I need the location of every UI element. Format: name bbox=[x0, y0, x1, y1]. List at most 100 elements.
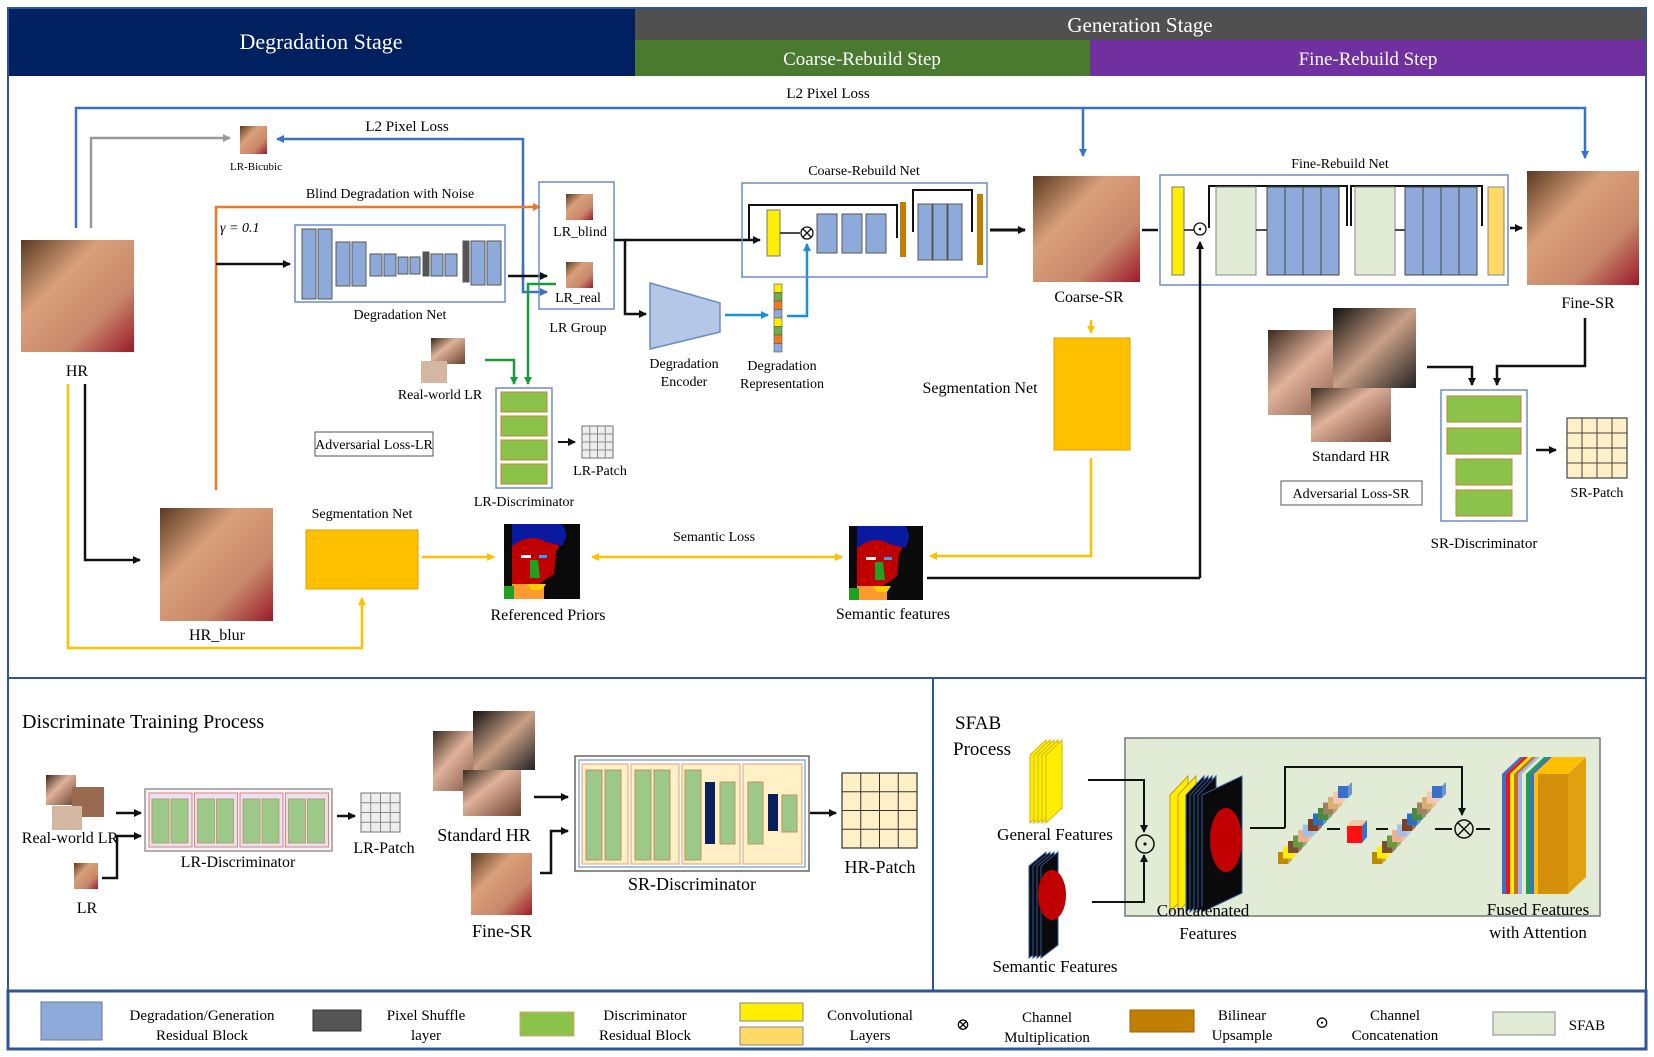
fused-slice-top bbox=[1506, 757, 1528, 774]
coarse-rebuild-net-box bbox=[741, 182, 988, 278]
concat-op-icon bbox=[1135, 834, 1155, 854]
coarse-rebuild-step-label: Coarse-Rebuild Step bbox=[783, 49, 941, 70]
fused-slice bbox=[1506, 774, 1510, 894]
legend-channel-mult-label-1: Channel bbox=[1022, 1010, 1072, 1026]
legend-discriminator-swatch bbox=[519, 1011, 575, 1037]
semantic-features-image bbox=[849, 526, 923, 600]
sr-patch-grid bbox=[1566, 417, 1628, 479]
degradation-stage-banner bbox=[8, 8, 635, 76]
dtp-lr-arrow bbox=[102, 832, 142, 880]
channel-cube bbox=[1432, 786, 1442, 798]
legend-panel-border bbox=[6, 989, 1648, 1051]
legend-conv-label-1: Convolutional bbox=[827, 1008, 913, 1024]
pixel-shuffle-block bbox=[422, 251, 430, 277]
concatenated-features-label-2: Features bbox=[1179, 924, 1237, 943]
channel-bottleneck-cube bbox=[1347, 826, 1362, 843]
coarse-rebuild-net-blocks bbox=[748, 189, 983, 265]
legend-channel-mult-label-2: Multiplication bbox=[1004, 1030, 1090, 1046]
dtp-hr-patch-label: HR-Patch bbox=[845, 857, 916, 877]
fused-slice bbox=[1514, 774, 1518, 894]
semantic-features-label-sfab: Semantic Features bbox=[992, 957, 1117, 976]
general-features-stack bbox=[1029, 738, 1063, 825]
generation-stage-label: Generation Stage bbox=[1067, 13, 1212, 37]
channel-multiply-op-icon bbox=[1454, 819, 1474, 839]
legend-pixel-shuffle-swatch bbox=[312, 1009, 362, 1032]
adversarial-loss-sr-label: Adversarial Loss-SR bbox=[1292, 487, 1410, 502]
gamma-label: γ = 0.1 bbox=[220, 221, 259, 236]
channel-cube-side bbox=[1442, 782, 1446, 798]
fused-slice-top bbox=[1526, 757, 1548, 774]
fused-slice-top bbox=[1514, 757, 1536, 774]
residual-block bbox=[383, 253, 397, 277]
fused-slice-top bbox=[1510, 757, 1532, 774]
degradation-encoder-shape bbox=[649, 282, 721, 350]
residual-block bbox=[486, 240, 502, 286]
referenced-priors-image bbox=[504, 524, 580, 599]
fine-rebuild-net-blocks bbox=[1171, 185, 1505, 276]
repr-cell bbox=[773, 326, 783, 336]
legend-sfab-label: SFAB bbox=[1569, 1018, 1605, 1034]
disc-block bbox=[151, 798, 170, 844]
repr-to-coarse-arrow bbox=[787, 243, 811, 318]
fused-slice bbox=[1510, 774, 1514, 894]
lr-blind-label: LR_blind bbox=[553, 225, 607, 240]
repr-cell bbox=[773, 292, 783, 302]
repr-cell bbox=[773, 300, 783, 310]
dtp-lr-patch-grid bbox=[360, 792, 401, 833]
lr-patch-grid bbox=[581, 425, 614, 459]
referenced-priors-label: Referenced Priors bbox=[490, 607, 605, 624]
repr-cell bbox=[773, 334, 783, 344]
sr-patch-label: SR-Patch bbox=[1571, 486, 1624, 501]
standard-hr-label: Standard HR bbox=[1312, 449, 1390, 465]
residual-block bbox=[430, 253, 444, 277]
segmentation-net-left-label: Segmentation Net bbox=[312, 507, 413, 522]
fused-slice-top bbox=[1534, 757, 1556, 774]
hr-to-segnet-arrow bbox=[66, 384, 366, 650]
disc-block bbox=[307, 798, 325, 844]
fine-rebuild-step-label: Fine-Rebuild Step bbox=[1299, 49, 1438, 70]
repr-cell bbox=[773, 343, 783, 353]
segmentation-net-right-label: Segmentation Net bbox=[922, 380, 1038, 397]
fused-front bbox=[1538, 774, 1568, 894]
blind-degradation-label: Blind Degradation with Noise bbox=[306, 187, 474, 202]
channel-cube-side bbox=[1348, 782, 1352, 798]
disc-block bbox=[170, 798, 189, 844]
fused-slice bbox=[1502, 774, 1506, 894]
channel-multiplication-icon: ⊗ bbox=[956, 1015, 970, 1034]
lr-real-to-disc-arrow bbox=[524, 282, 556, 385]
dtp-fine-sr-arrow bbox=[540, 827, 569, 875]
fine-sr-label: Fine-SR bbox=[1561, 295, 1615, 312]
semantic-features-label: Semantic features bbox=[836, 606, 950, 623]
dtp-lr-patch-label: LR-Patch bbox=[353, 840, 414, 857]
legend-conv-label-2: Layers bbox=[850, 1028, 891, 1044]
legend-pixel-shuffle-label-1: Pixel Shuffle bbox=[387, 1008, 466, 1024]
sfab-title-1: SFAB bbox=[955, 713, 1001, 734]
lr-bicubic-image bbox=[240, 126, 267, 154]
segmentation-net-left-block bbox=[305, 529, 419, 590]
fine-rebuild-step-banner bbox=[1090, 40, 1646, 76]
legend-conv-swatch-1 bbox=[739, 1002, 804, 1022]
fused-slice-top bbox=[1522, 757, 1544, 774]
legend-residual-block-swatch bbox=[40, 1001, 103, 1041]
dtp-sr-discriminator-blocks bbox=[581, 763, 803, 865]
residual-block bbox=[409, 256, 421, 275]
legend-channel-concat-label-2: Concatenation bbox=[1352, 1028, 1439, 1044]
disc-block bbox=[242, 798, 261, 844]
repr-cell bbox=[773, 283, 783, 293]
dtp-fine-sr-image bbox=[471, 853, 532, 915]
dtp-real-world-lr-image-1 bbox=[46, 775, 76, 805]
adversarial-loss-sr-box bbox=[1280, 480, 1423, 506]
segmentation-net-right-block bbox=[1053, 337, 1131, 451]
residual-block bbox=[301, 228, 317, 300]
standard-hr-face-3 bbox=[1311, 388, 1391, 442]
real-lr-to-disc-arrow bbox=[485, 358, 518, 385]
degradation-net-box bbox=[294, 224, 506, 303]
fine-sr-image bbox=[1527, 171, 1639, 285]
fused-slice bbox=[1530, 774, 1534, 894]
l2-loss-lr-arrow bbox=[276, 135, 525, 280]
residual-block bbox=[369, 253, 383, 277]
residual-block bbox=[397, 256, 409, 275]
dtp-real-world-lr-image-3 bbox=[52, 806, 82, 830]
fused-slice-top bbox=[1530, 757, 1552, 774]
